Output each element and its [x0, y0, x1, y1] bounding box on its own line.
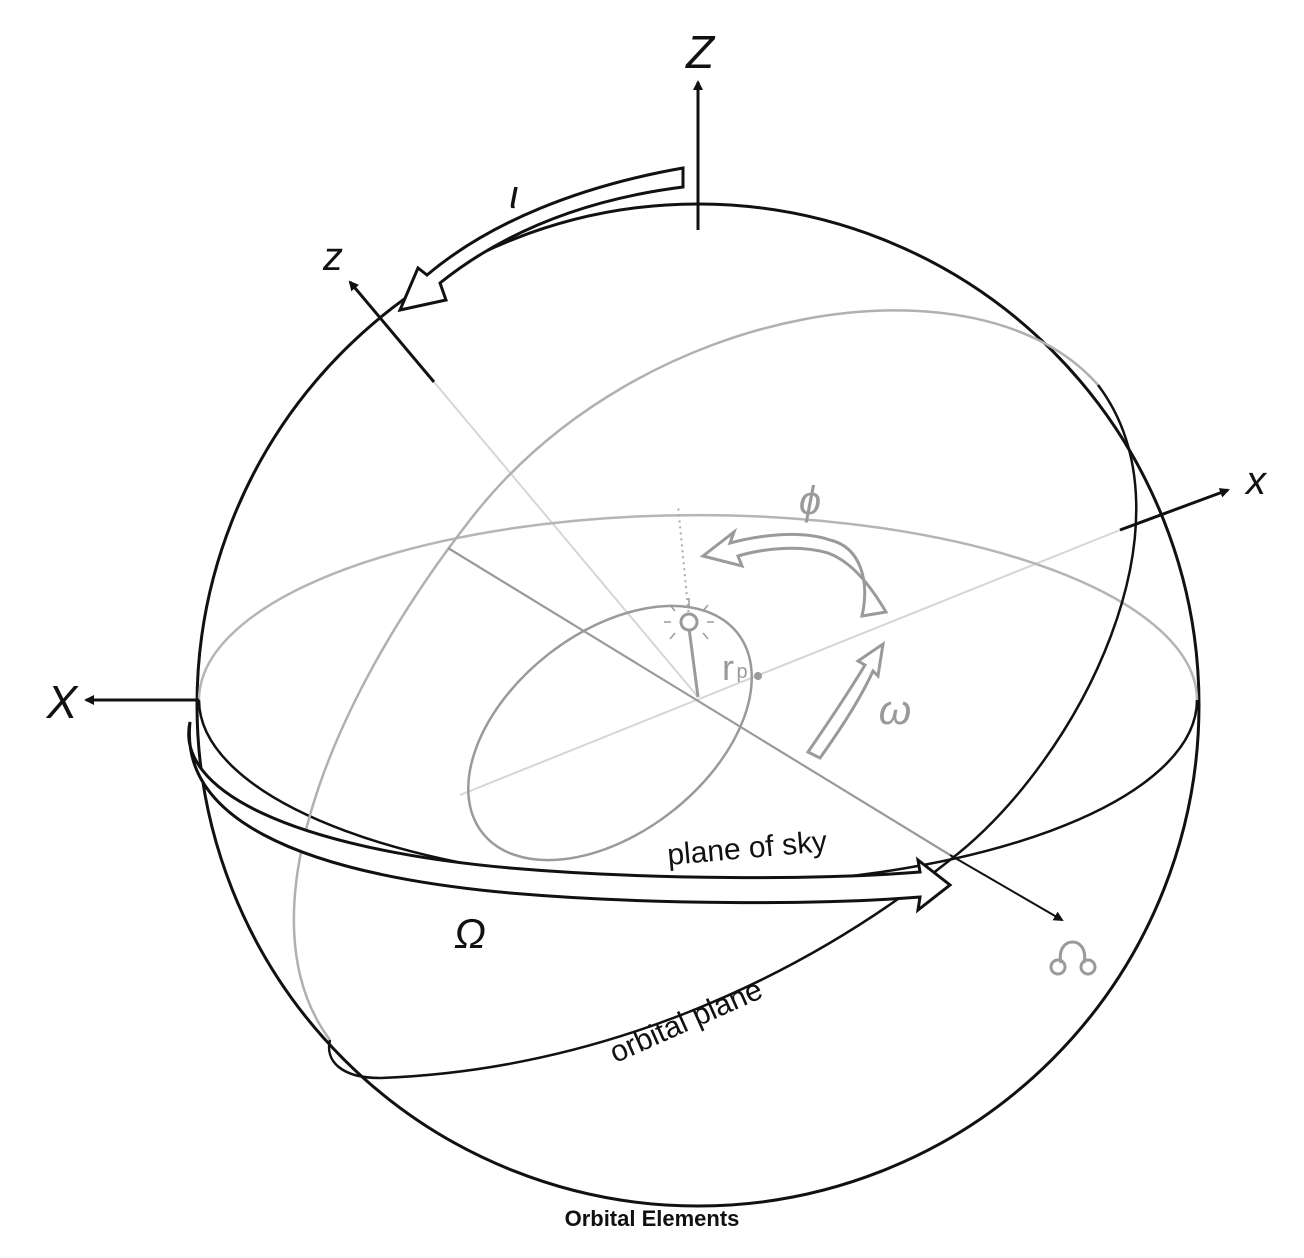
line-of-nodes — [447, 547, 951, 856]
plane-of-sky-back — [197, 513, 1199, 701]
interior-lines — [433, 381, 1121, 796]
orbital-plane-back — [292, 309, 1099, 1041]
star-icon — [664, 598, 714, 640]
x-axis-arrow — [1119, 488, 1230, 532]
longitude-node-label: Ω — [454, 910, 486, 957]
longitude-node-arrow — [187, 721, 953, 914]
orbital-plane-label: orbital plane — [605, 973, 768, 1070]
z-axis-label: z — [322, 235, 343, 279]
argument-periapsis-label: ω — [879, 686, 912, 733]
inclination-arrow — [397, 166, 685, 313]
celestial-sphere — [195, 202, 1201, 1208]
periapsis-radius — [687, 627, 700, 698]
orbital-plane-front — [327, 384, 1138, 1080]
inclination-label: ι — [510, 173, 519, 217]
X-axis-label: X — [46, 676, 80, 728]
argument-periapsis-arrow — [805, 640, 886, 760]
z-axis-arrow — [348, 280, 436, 383]
p-subscript-label: p — [736, 661, 747, 683]
node-direction-arrow — [949, 854, 1064, 922]
plane-of-sky-label: plane of sky — [666, 825, 828, 872]
phase-label: ϕ — [799, 479, 821, 523]
phase-arrow — [699, 527, 889, 618]
star-marker — [679, 612, 699, 632]
Z-axis-label: Z — [685, 26, 716, 78]
periapsis-dot — [754, 672, 762, 680]
r-label: r — [722, 647, 734, 688]
ascending-node-icon — [1049, 940, 1097, 976]
phase-reference-line — [677, 504, 690, 619]
figure-caption: Orbital Elements — [564, 1206, 740, 1231]
x-axis-label: x — [1244, 459, 1268, 503]
orbit-ellipse — [467, 604, 753, 862]
